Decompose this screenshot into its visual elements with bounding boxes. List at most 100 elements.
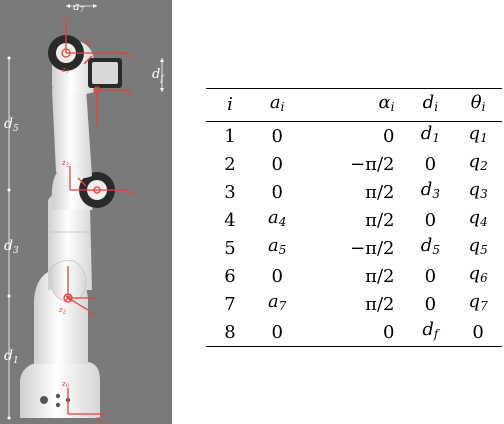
cell-alpha: π/2 [300, 178, 406, 206]
frame-label-x7: x7 [126, 51, 133, 61]
cell-i: 1 [206, 122, 254, 151]
cell-i: 6 [206, 262, 254, 290]
dimension-label-d3: d3 [4, 238, 19, 256]
cell-a: 0 [254, 122, 300, 151]
cell-a: 0 [254, 178, 300, 206]
frame-shoulder [63, 266, 96, 311]
cell-i: 8 [206, 318, 254, 347]
cell-a-value: 0 [271, 153, 283, 175]
cell-theta: 0 [454, 318, 502, 347]
cell-a: 0 [254, 318, 300, 347]
cell-i-value: 8 [224, 321, 236, 343]
frame-label-x2: x2 [88, 310, 95, 320]
column-header-d-subscript: i [434, 100, 439, 114]
cell-alpha: −π/2 [300, 234, 406, 262]
cell-a-subscript: 5 [278, 243, 287, 257]
column-header-a-value: a [269, 92, 281, 113]
cell-i: 3 [206, 178, 254, 206]
cell-theta: q6 [454, 262, 502, 290]
cell-d: d1 [407, 122, 455, 151]
cell-a-subscript: 4 [278, 215, 287, 229]
cell-i: 5 [206, 234, 254, 262]
cell-d-value: 0 [424, 209, 437, 231]
base-port [55, 402, 61, 408]
cell-i: 4 [206, 206, 254, 234]
cell-i: 7 [206, 290, 254, 318]
cell-d: 0 [407, 150, 455, 178]
cell-theta-subscript: 4 [480, 215, 488, 229]
frame-label-x0: x0 [96, 415, 103, 424]
cell-theta-subscript: 5 [480, 243, 488, 257]
cell-alpha: π/2 [300, 206, 406, 234]
cell-theta: q2 [454, 150, 502, 178]
cell-a: 0 [254, 262, 300, 290]
column-header-alpha-value: α [378, 92, 391, 113]
base-port [40, 396, 48, 404]
cell-theta-subscript: 1 [480, 131, 488, 145]
cell-a: a7 [254, 290, 300, 318]
cell-alpha-value: −π/2 [350, 153, 395, 175]
column-header-i-value: i [227, 94, 233, 115]
cell-theta: q1 [454, 122, 502, 151]
cell-d-value: 0 [424, 153, 437, 175]
cell-d-value: d [420, 235, 433, 256]
cell-alpha-value: π/2 [365, 209, 395, 231]
frame-base [67, 388, 104, 415]
column-header-alpha: αi [300, 89, 406, 122]
dimension-column [7, 56, 11, 420]
cell-i-value: 6 [224, 265, 236, 287]
frame-wrist [61, 24, 128, 126]
cell-a-value: a [267, 207, 279, 228]
cell-alpha-value: π/2 [365, 265, 395, 287]
column-header-a: ai [254, 89, 300, 122]
cell-a-value: 0 [271, 125, 283, 147]
cell-alpha: π/2 [300, 290, 406, 318]
robot-link-4 [52, 70, 92, 179]
cell-i: 2 [206, 150, 254, 178]
cell-a-value: 0 [271, 265, 283, 287]
frame-label-z0: z0 [62, 380, 69, 390]
cell-theta-subscript: 2 [480, 159, 488, 173]
cell-theta-subscript: 6 [480, 271, 488, 285]
column-header-alpha-subscript: i [390, 100, 395, 114]
dimension-df [160, 58, 164, 92]
robot-base [20, 362, 100, 418]
cell-i-value: 3 [224, 181, 236, 203]
cell-a: a5 [254, 234, 300, 262]
column-header-a-subscript: i [280, 100, 285, 114]
cell-d-value: d [422, 319, 434, 340]
cell-d-subscript: 1 [432, 131, 440, 145]
cell-d: 0 [407, 206, 455, 234]
frame-label-z8: z8 [62, 15, 69, 25]
frame-elbow [69, 166, 128, 194]
cell-a-value: a [267, 235, 279, 256]
cell-theta-value: q [468, 207, 481, 228]
cell-alpha: π/2 [300, 262, 406, 290]
cell-alpha-value: π/2 [365, 293, 395, 315]
flange-face [92, 62, 118, 84]
dimension-label-d5: d5 [4, 116, 19, 134]
cell-theta-subscript: 3 [480, 187, 488, 201]
cell-a-value: a [267, 291, 279, 312]
cell-d-subscript: 5 [432, 243, 440, 257]
cell-theta-value: q [468, 235, 481, 256]
cell-d-value: 0 [424, 293, 437, 315]
cell-d-subscript: 3 [432, 187, 440, 201]
cell-theta-subscript: 7 [480, 299, 488, 313]
cell-i-value: 7 [224, 293, 236, 315]
cell-alpha: 0 [300, 122, 406, 151]
cell-d: df [407, 318, 455, 347]
column-header-d-value: d [422, 92, 435, 113]
cell-a-value: 0 [271, 321, 283, 343]
frame-label-x4: x4 [126, 188, 133, 198]
cell-alpha-value: −π/2 [350, 237, 395, 259]
cell-alpha: 0 [300, 318, 406, 347]
